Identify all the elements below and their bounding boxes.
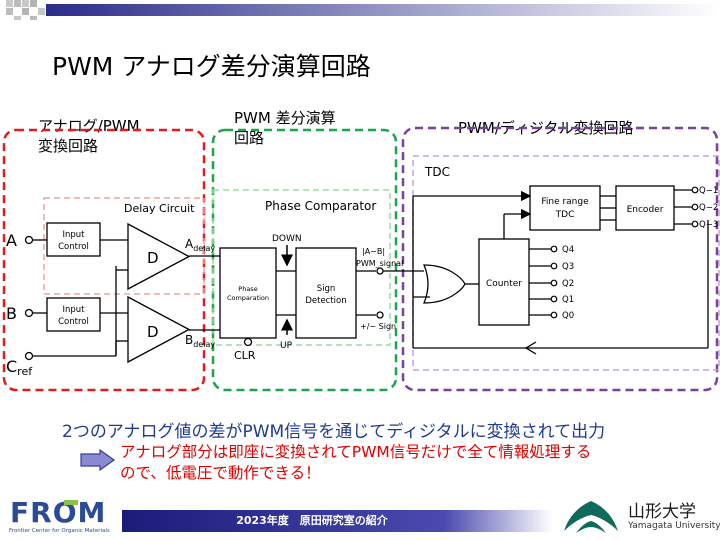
section-pwm-diff-label: PWM 差分演算回路 bbox=[234, 108, 336, 148]
section-analog-pwm-label-line-2: 変換回路 bbox=[38, 137, 99, 155]
input-b-label: B bbox=[6, 304, 17, 323]
footer-bar bbox=[122, 510, 552, 532]
pwm-signal-terminal bbox=[376, 267, 384, 275]
clr-label: CLR bbox=[234, 349, 256, 362]
svg-text:Input: Input bbox=[62, 230, 85, 240]
b-delay-label: Bdelay bbox=[185, 333, 215, 349]
up-label: UP bbox=[280, 341, 293, 351]
page-title: PWM アナログ差分演算回路 bbox=[52, 52, 371, 81]
phase-comparator-label: Phase Comparator bbox=[265, 199, 376, 213]
right-arrow-icon bbox=[80, 449, 116, 471]
svg-text:FROM: FROM bbox=[10, 496, 106, 528]
university-name: 山形大学 bbox=[628, 502, 696, 522]
sign-detection-block bbox=[295, 247, 357, 339]
svg-text:Q−1: Q−1 bbox=[699, 186, 718, 196]
from-subtitle: Frontier Center for Organic Materials bbox=[9, 528, 110, 534]
input-a-terminal bbox=[24, 235, 34, 245]
q-minus-outputs: Q−1 Q−2 Q−3 bbox=[674, 186, 718, 230]
delay-circuit-box bbox=[43, 197, 205, 295]
or-gate bbox=[423, 264, 466, 304]
input-cref-label: Cref bbox=[6, 357, 33, 378]
sign-label: +/− Sign bbox=[360, 322, 396, 331]
encoder-block bbox=[615, 185, 675, 231]
svg-text:Comparation: Comparation bbox=[227, 294, 269, 302]
summary-text: 2つのアナログ値の差がPWM信号を通じてディジタルに変換されて出力 bbox=[62, 422, 606, 442]
header-decoration bbox=[6, 0, 720, 20]
input-b-terminal bbox=[24, 308, 34, 318]
fine-range-tdc-block bbox=[529, 185, 601, 231]
svg-text:Q−2: Q−2 bbox=[699, 203, 718, 213]
section-pwm-diff-label-line-1: PWM 差分演算 bbox=[234, 109, 336, 127]
delay-buffer-1 bbox=[127, 222, 191, 291]
university-logo bbox=[564, 501, 618, 533]
pwm-digital-section-box bbox=[401, 126, 719, 392]
svg-text:Sign: Sign bbox=[317, 284, 336, 294]
phase-comparation-block bbox=[219, 247, 277, 339]
input-a-label: A bbox=[6, 231, 17, 250]
pwm-signal-label: |A−B| bbox=[362, 247, 385, 256]
section-pwm-diff-label-line-2: 回路 bbox=[234, 129, 265, 147]
svg-text:Detection: Detection bbox=[305, 296, 346, 306]
svg-text:Encoder: Encoder bbox=[627, 205, 664, 215]
input-control-2 bbox=[46, 297, 101, 332]
svg-text:Phase: Phase bbox=[238, 285, 257, 293]
counter-block bbox=[478, 238, 530, 326]
svg-text:Input: Input bbox=[62, 305, 85, 315]
university-name-en: Yamagata University bbox=[628, 521, 720, 531]
note-text: アナログ部分は即座に変換されてPWM信号だけで全て情報処理するので、低電圧で動作… bbox=[120, 442, 591, 484]
svg-text:Q0: Q0 bbox=[562, 311, 574, 321]
a-delay-label: Adelay bbox=[185, 237, 215, 253]
svg-text:D: D bbox=[147, 249, 159, 267]
svg-text:PWM_signal: PWM_signal bbox=[356, 259, 403, 268]
footer-text: 2023年度 原田研究室の紹介 bbox=[236, 514, 388, 527]
svg-text:Q4: Q4 bbox=[562, 245, 574, 255]
svg-text:Q2: Q2 bbox=[562, 279, 574, 289]
input-cref-terminal bbox=[24, 351, 34, 361]
svg-text:D: D bbox=[147, 323, 159, 341]
svg-text:Control: Control bbox=[58, 242, 89, 252]
phase-comparator-box bbox=[212, 189, 391, 346]
counter-q-outputs: Q4 Q3 Q2 Q1 Q0 bbox=[529, 245, 574, 321]
svg-text:Q1: Q1 bbox=[562, 295, 574, 305]
clr-terminal bbox=[243, 337, 253, 347]
svg-text:Control: Control bbox=[58, 317, 89, 327]
svg-text:Fine range: Fine range bbox=[541, 197, 589, 207]
tdc-label: TDC bbox=[424, 165, 450, 179]
note-text-line-1: アナログ部分は即座に変換されてPWM信号だけで全て情報処理する bbox=[120, 443, 592, 461]
down-label: DOWN bbox=[272, 234, 302, 244]
from-logo: FROM bbox=[10, 496, 106, 528]
svg-text:TDC: TDC bbox=[555, 210, 575, 220]
svg-text:Counter: Counter bbox=[486, 279, 522, 289]
delay-circuit-label: Delay Circuit bbox=[124, 202, 195, 215]
sign-terminal bbox=[376, 311, 384, 319]
delay-buffer-2 bbox=[127, 295, 191, 364]
svg-text:Q3: Q3 bbox=[562, 262, 574, 272]
note-text-line-2: ので、低電圧で動作できる！ bbox=[120, 464, 321, 482]
